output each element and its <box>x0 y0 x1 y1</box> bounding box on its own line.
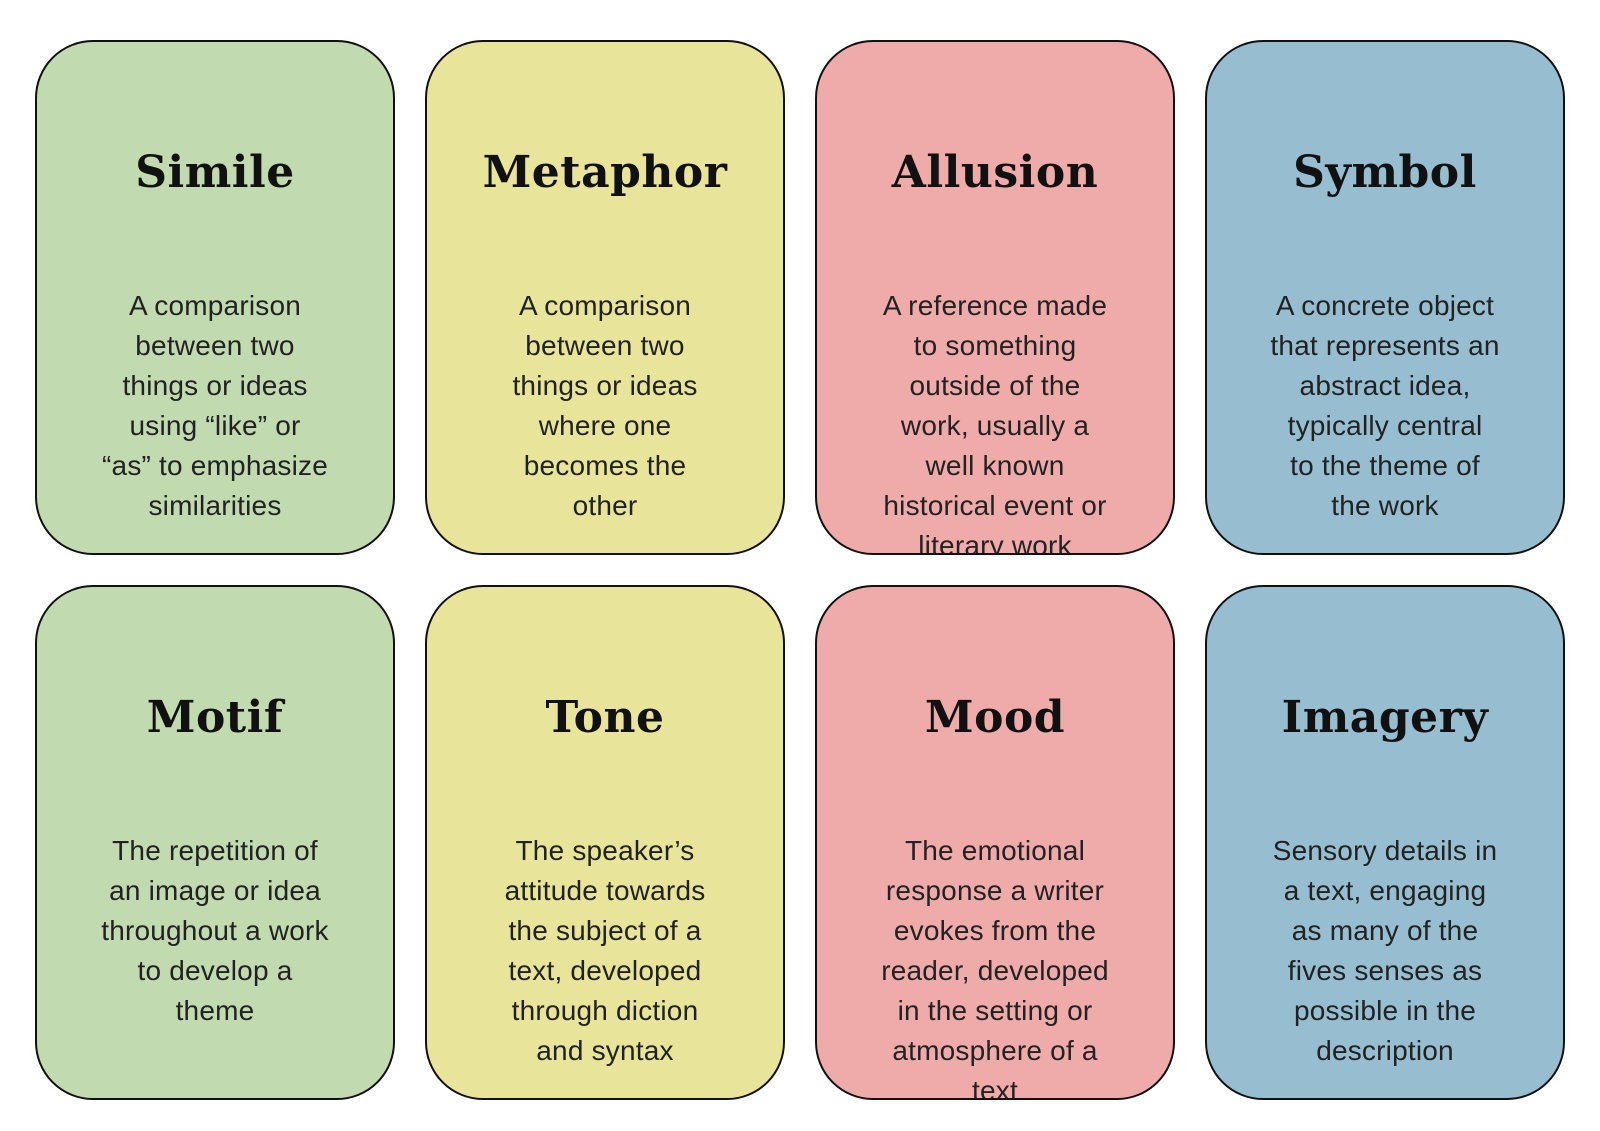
card-title: Symbol <box>1293 146 1477 198</box>
card-title: Mood <box>924 691 1066 743</box>
flashcard-imagery: Imagery Sensory details in a text, engag… <box>1205 585 1565 1100</box>
card-description: The emotional response a writer evokes f… <box>881 835 1109 1100</box>
flashcard-mood: Mood The emotional response a writer evo… <box>815 585 1175 1100</box>
flashcard-tone: Tone The speaker’s attitude towards the … <box>425 585 785 1100</box>
card-description: The speaker’s attitude towards the subje… <box>504 835 706 1067</box>
card-title: Tone <box>545 691 665 743</box>
card-title: Allusion <box>891 146 1099 198</box>
card-description: A comparison between two things or ideas… <box>512 290 698 522</box>
flashcard-motif: Motif The repetition of an image or idea… <box>35 585 395 1100</box>
flashcard-symbol: Symbol A concrete object that represents… <box>1205 40 1565 555</box>
card-description: A reference made to something outside of… <box>882 290 1108 555</box>
card-description: A comparison between two things or ideas… <box>102 290 328 522</box>
card-title: Simile <box>135 146 295 198</box>
card-description: A concrete object that represents an abs… <box>1270 290 1500 522</box>
flashcard-metaphor: Metaphor A comparison between two things… <box>425 40 785 555</box>
flashcard-simile: Simile A comparison between two things o… <box>35 40 395 555</box>
card-title: Motif <box>146 691 284 743</box>
card-description: Sensory details in a text, engaging as m… <box>1272 835 1498 1067</box>
card-description: The repetition of an image or idea throu… <box>101 835 329 1027</box>
flashcard-allusion: Allusion A reference made to something o… <box>815 40 1175 555</box>
card-title: Metaphor <box>482 146 728 198</box>
card-title: Imagery <box>1281 691 1489 743</box>
